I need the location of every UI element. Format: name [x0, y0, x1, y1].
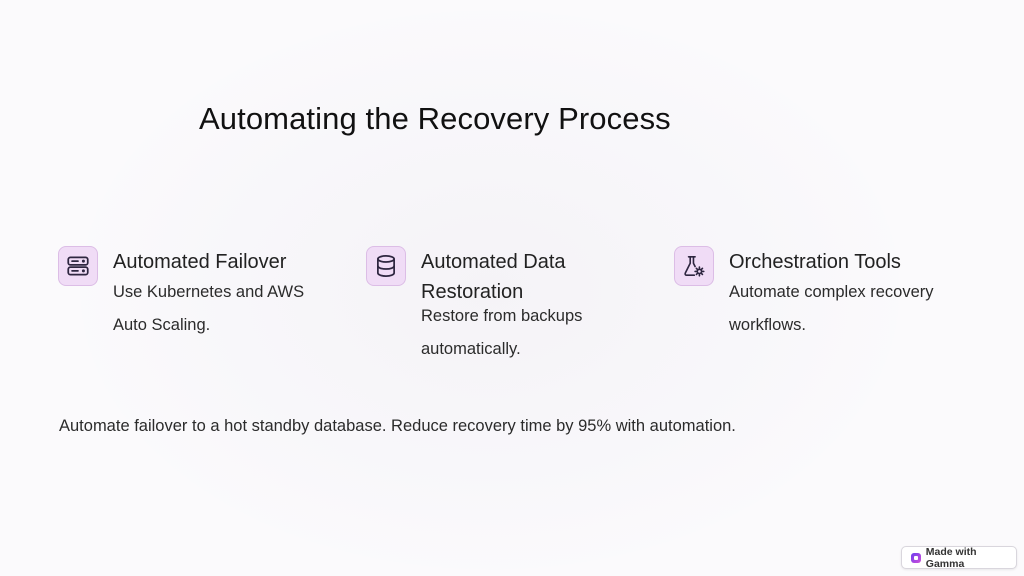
badge-label: Made with Gamma — [925, 545, 977, 570]
slide-title: Automating the Recovery Process — [199, 101, 671, 136]
flask-gear-icon — [674, 246, 714, 286]
card-description: Restore from backups automatically. — [421, 307, 583, 358]
card-heading: Automated Failover — [113, 251, 287, 273]
card-heading: Automated Data Restoration — [421, 251, 566, 303]
database-icon — [366, 246, 406, 286]
summary-text: Automate failover to a hot standby datab… — [59, 417, 736, 435]
gamma-logo-icon — [911, 552, 921, 563]
card-description: Automate complex recovery workflows. — [729, 283, 934, 334]
card-description: Use Kubernetes and AWS Auto Scaling. — [113, 283, 305, 334]
card-heading: Orchestration Tools — [729, 251, 901, 273]
server-icon — [58, 246, 98, 286]
made-with-gamma-badge[interactable]: Made with Gamma — [901, 545, 1017, 570]
